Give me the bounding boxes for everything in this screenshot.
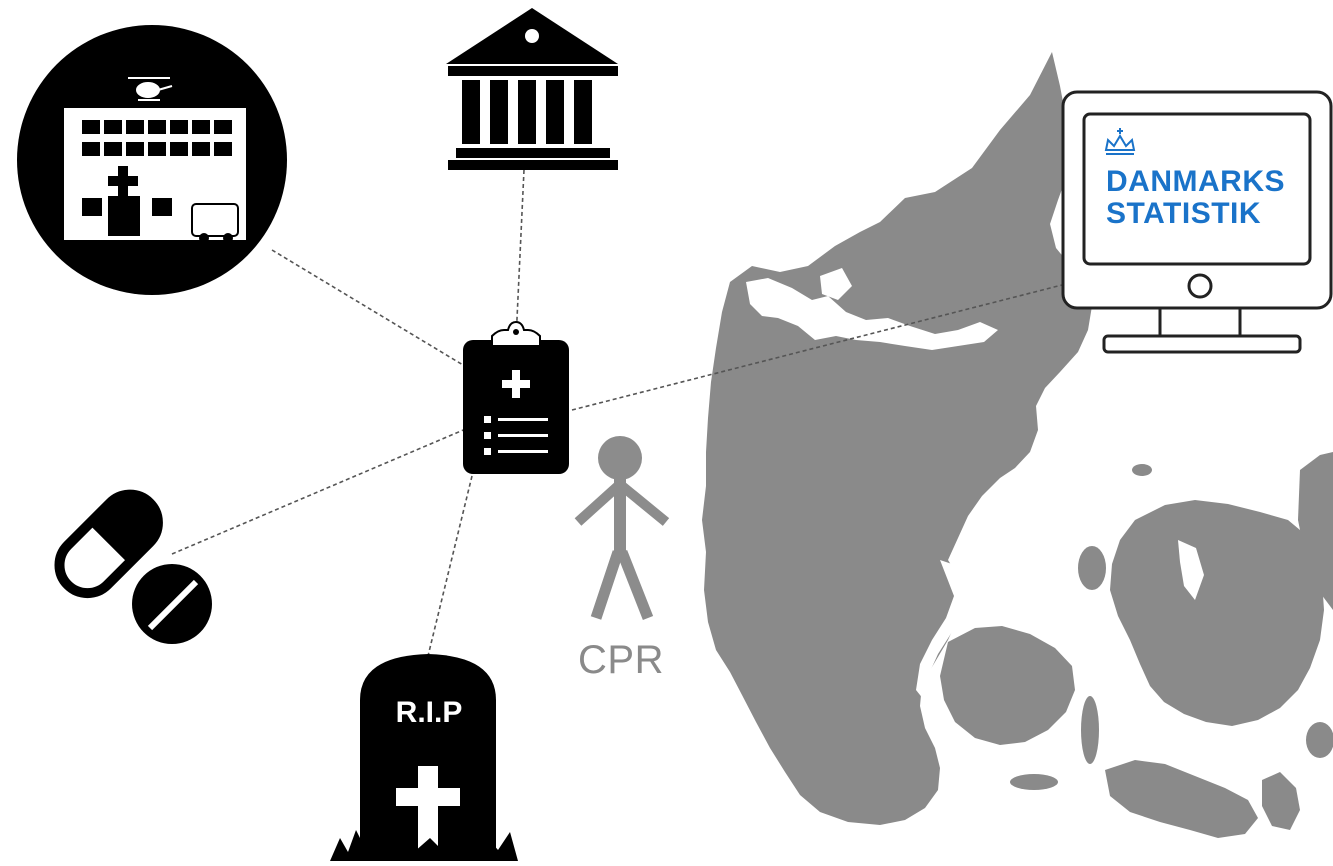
royal-crown-icon — [1104, 128, 1136, 155]
little-belt — [916, 560, 970, 700]
statistics-logo-line2: STATISTIK — [1106, 197, 1262, 230]
person-body — [614, 476, 626, 558]
pills-icon — [54, 489, 212, 644]
langeland-island — [1081, 696, 1099, 764]
person-arm-left — [574, 482, 622, 526]
link-tombstone — [427, 475, 473, 657]
monitor-power-button — [1187, 273, 1213, 299]
zealand-island — [1110, 500, 1324, 726]
hospital-cross — [108, 166, 138, 196]
monitor-stand — [1102, 334, 1302, 354]
tombstone-text: R.I.P — [395, 696, 463, 729]
person-leg-left — [590, 550, 624, 620]
monitor-screen — [1082, 112, 1312, 266]
clipboard-board — [463, 340, 569, 474]
link-hospital — [271, 249, 469, 369]
funen-island — [940, 626, 1075, 745]
link-statistics — [571, 284, 1063, 411]
helicopter-icon — [128, 77, 173, 101]
tombstone-grass — [330, 830, 518, 861]
falster-island — [1262, 772, 1300, 830]
tombstone-stone — [360, 654, 496, 861]
aero-island — [1010, 774, 1058, 790]
clipboard-cross — [502, 370, 530, 398]
isefjord-gap — [1178, 540, 1204, 600]
mors-island-gap — [820, 268, 852, 300]
link-pills — [171, 427, 469, 555]
government-building-icon — [446, 8, 618, 170]
hospital-windows — [82, 120, 232, 236]
tombstone-icon — [330, 654, 518, 861]
person-head — [598, 436, 642, 480]
round-pill-score — [147, 579, 199, 631]
monitor-neck — [1158, 308, 1242, 336]
hospital-icon — [17, 25, 287, 295]
denmark-map — [702, 52, 1333, 838]
clipboard-list — [484, 416, 548, 455]
tombstone-cross — [396, 766, 460, 851]
statistics-logo-line1: DANMARKS — [1106, 165, 1285, 198]
link-building — [515, 169, 525, 341]
computer-monitor-icon — [1061, 90, 1333, 354]
scania-edge — [1298, 452, 1333, 610]
ambulance-icon — [191, 203, 239, 243]
mon-island — [1306, 722, 1333, 758]
anholt-island — [1132, 464, 1152, 476]
lolland-island — [1105, 760, 1258, 838]
person-icon — [574, 436, 670, 621]
building-roof-dot — [525, 29, 539, 43]
connector-lines — [171, 169, 1063, 657]
person-label: CPR — [578, 638, 664, 682]
capsule-filled-half — [88, 494, 158, 564]
person-arm-right — [618, 482, 670, 526]
limfjord — [746, 278, 998, 350]
samso-island — [1078, 546, 1106, 590]
jutland-peninsula — [702, 52, 1092, 825]
medical-record-clipboard-icon — [463, 320, 569, 474]
person-leg-right — [616, 549, 654, 621]
